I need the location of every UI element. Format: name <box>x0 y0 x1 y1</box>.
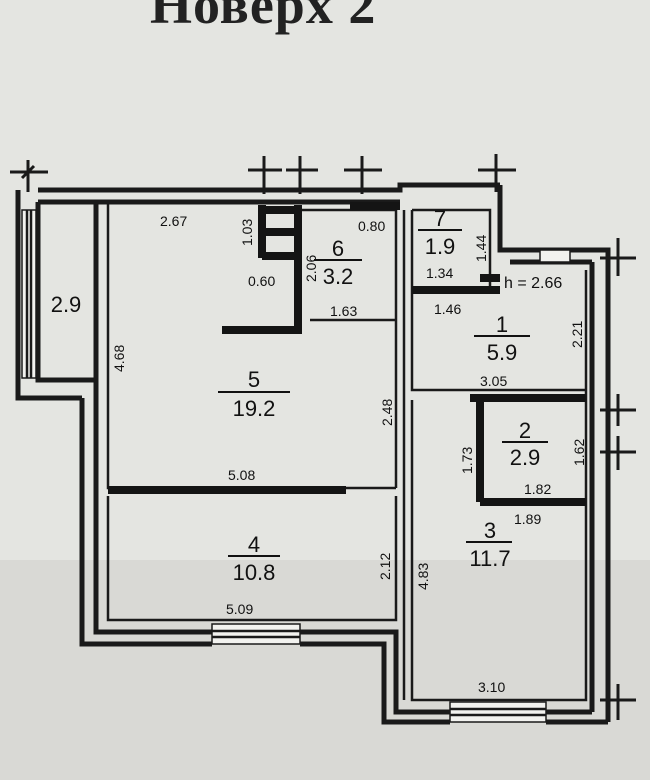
room6-number: 6 <box>332 236 344 261</box>
room5-number: 5 <box>248 367 260 392</box>
room2-area: 2.9 <box>510 445 541 470</box>
dim-1-63: 1.63 <box>330 303 357 319</box>
dim-1-03: 1.03 <box>239 219 255 246</box>
dimension-labels: 2.67 1.03 0.60 2.06 0.80 1.63 1.44 1.34 … <box>111 213 587 695</box>
dim-3-05: 3.05 <box>480 373 507 389</box>
room1-area: 5.9 <box>487 340 518 365</box>
grid-axis-marks <box>10 154 636 720</box>
room4-window <box>211 623 301 645</box>
dim-5-09: 5.09 <box>226 601 253 617</box>
windows <box>21 209 571 723</box>
room7-number: 7 <box>434 206 446 231</box>
dim-2-12: 2.12 <box>377 553 393 580</box>
kitchen-vent <box>539 249 571 263</box>
room3-number: 3 <box>484 518 496 543</box>
dim-1-89: 1.89 <box>514 511 541 527</box>
dim-2-48: 2.48 <box>379 399 395 426</box>
dim-4-68: 4.68 <box>111 345 127 372</box>
dim-1-62: 1.62 <box>571 439 587 466</box>
room7-area: 1.9 <box>425 234 456 259</box>
room5-area: 19.2 <box>233 396 276 421</box>
room3-window <box>449 701 547 723</box>
dim-5-08: 5.08 <box>228 467 255 483</box>
dim-1-46: 1.46 <box>434 301 461 317</box>
balcony-area: 2.9 <box>51 292 82 317</box>
room4-number: 4 <box>248 532 260 557</box>
area-bars <box>218 229 548 557</box>
balcony-window <box>21 209 37 379</box>
dim-1-44: 1.44 <box>473 235 489 262</box>
page-title: Новерх 2 <box>150 0 377 35</box>
dim-1-73: 1.73 <box>459 447 475 474</box>
dim-2-21: 2.21 <box>569 321 585 348</box>
dim-1-34: 1.34 <box>426 265 453 281</box>
room2-number: 2 <box>519 418 531 443</box>
room3-area: 11.7 <box>469 546 510 571</box>
dim-3-10: 3.10 <box>478 679 505 695</box>
partitions <box>108 202 586 506</box>
dim-0-60: 0.60 <box>248 273 275 289</box>
dim-1-82: 1.82 <box>524 481 551 497</box>
dim-4-83: 4.83 <box>415 563 431 590</box>
room-labels: 5 19.2 4 10.8 3 11.7 2 2.9 1 5.9 6 3.2 7… <box>51 206 563 585</box>
room6-area: 3.2 <box>323 264 354 289</box>
dim-2-67: 2.67 <box>160 213 187 229</box>
room4-area: 10.8 <box>233 560 276 585</box>
room1-number: 1 <box>496 312 508 337</box>
ceiling-height: h = 2.66 <box>504 275 562 292</box>
dim-2-06: 2.06 <box>303 255 319 282</box>
dim-0-80: 0.80 <box>358 218 385 234</box>
